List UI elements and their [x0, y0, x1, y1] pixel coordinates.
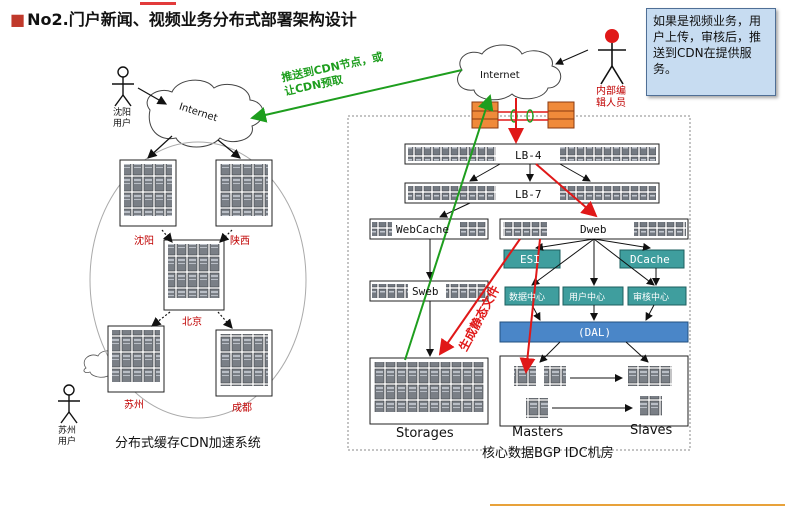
- cdn-node-shenyang: [119, 159, 177, 227]
- slaves-label: Slaves: [630, 423, 673, 438]
- cdn-node-chengdu: [215, 329, 273, 397]
- red-flow-arrows: [438, 98, 598, 374]
- editor-figure: [598, 29, 626, 85]
- right-internet-label: Internet: [480, 70, 520, 81]
- firewall-right: [547, 101, 575, 129]
- title-accent: [140, 2, 176, 5]
- city-label-chengdu: 成都: [232, 403, 252, 414]
- suzhou-user-figure: [58, 384, 80, 424]
- audit-center-label: 审核中心: [633, 291, 669, 303]
- shenyang-user-figure: [112, 66, 134, 107]
- webcache-box: [369, 218, 489, 240]
- city-label-shenyang: 沈阳: [134, 236, 154, 247]
- esi-label: ESI: [520, 253, 540, 266]
- dweb-label: Dweb: [580, 223, 607, 236]
- city-label-beijing: 北京: [182, 317, 202, 328]
- right-black-arrows: [426, 49, 660, 412]
- cdn-caption: 分布式缓存CDN加速系统: [115, 436, 261, 451]
- shenyang-user-label: 沈阳用户: [113, 108, 132, 129]
- cdn-ellipse: [89, 141, 307, 419]
- esi-box: [503, 249, 561, 269]
- lb7-row: [404, 182, 660, 204]
- page-title-text: No2.门户新闻、视频业务分布式部署架构设计: [27, 10, 357, 29]
- lb4-label: LB-4: [515, 149, 542, 162]
- audit-center-box: [627, 286, 687, 306]
- left-arrows: [137, 87, 241, 329]
- cdn-node-shaanxi: [215, 159, 273, 227]
- city-label-suzhou: 苏州: [124, 400, 144, 411]
- dal-box: [499, 321, 689, 343]
- dal-label: (DAL): [578, 326, 611, 339]
- cdn-node-suzhou: [107, 325, 165, 393]
- right-internet-cloud: [457, 44, 562, 101]
- idc-frame: [347, 115, 691, 451]
- video-note-callout: 如果是视频业务，用户上传，审核后，推送到CDN在提供服务。: [646, 8, 776, 96]
- data-center-label: 数据中心: [509, 291, 545, 303]
- tunnel: [498, 109, 548, 123]
- city-label-shaanxi: 陕西: [230, 236, 250, 247]
- editor-label: 内部编辑人员: [596, 86, 626, 109]
- dweb-box: [499, 218, 689, 240]
- sweb-box: [369, 280, 489, 302]
- green-push-arrows: [250, 69, 494, 361]
- storages-label: Storages: [396, 426, 454, 441]
- webcache-label: WebCache: [396, 223, 449, 236]
- lb7-label: LB-7: [515, 188, 542, 201]
- idc-caption: 核心数据BGP IDC机房: [482, 446, 614, 461]
- firewall-left: [471, 101, 499, 129]
- page-title: ■No2.门户新闻、视频业务分布式部署架构设计: [10, 10, 357, 29]
- bottom-rule: [490, 504, 785, 506]
- db-cluster-box: [499, 355, 689, 427]
- cdn-node-beijing: [163, 239, 225, 311]
- sweb-label: Sweb: [412, 285, 439, 298]
- dcache-label: DCache: [630, 253, 670, 266]
- masters-label: Masters: [512, 425, 564, 440]
- user-center-box: [562, 286, 624, 306]
- suzhou-user-label: 苏州用户: [58, 426, 77, 447]
- storages-box: [369, 357, 489, 425]
- lb4-row: [404, 143, 660, 165]
- user-center-label: 用户中心: [569, 291, 605, 303]
